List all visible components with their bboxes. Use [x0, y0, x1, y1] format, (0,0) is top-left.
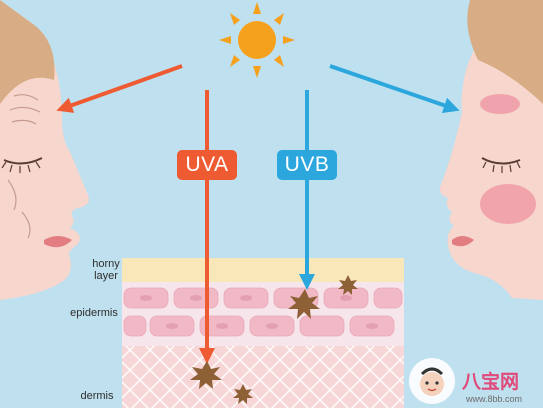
- watermark-logo-icon: [409, 358, 455, 404]
- damage-bursts: [190, 275, 358, 404]
- burst-icon: [338, 275, 358, 295]
- uva-label: UVA: [177, 150, 237, 180]
- skin-cross-section: [122, 258, 404, 408]
- dermis-label: dermis: [80, 390, 114, 402]
- watermark-brand: 八宝网: [462, 371, 520, 393]
- watermark-url: www.8bb.com: [466, 394, 523, 404]
- burst-icon: [288, 289, 320, 319]
- epidermis-label: epidermis: [70, 307, 118, 319]
- uva-arrows: [56, 64, 215, 364]
- uvb-arrows: [299, 64, 460, 290]
- epidermis-layer: [122, 282, 404, 346]
- horny-layer-label: horny layer: [92, 258, 120, 282]
- horny-layer: [122, 258, 404, 282]
- right-face: [440, 0, 543, 300]
- left-face: [0, 0, 89, 300]
- dermis-layer: [122, 346, 404, 408]
- uvb-label: UVB: [277, 150, 337, 180]
- burst-icon: [233, 384, 253, 404]
- burst-icon: [190, 361, 222, 389]
- sun-icon: [219, 2, 295, 78]
